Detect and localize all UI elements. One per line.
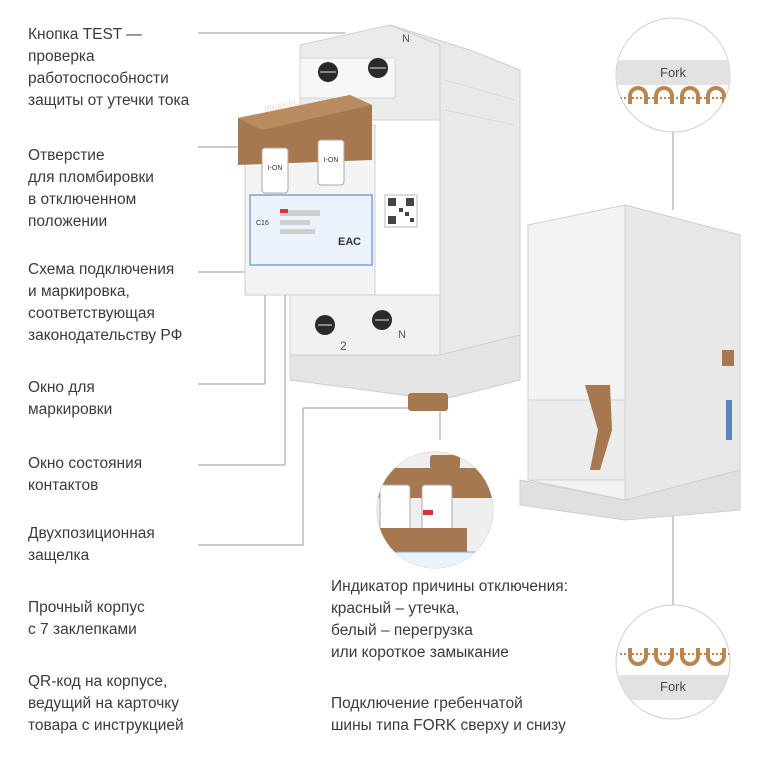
- fork-top-label: Fork: [660, 65, 687, 80]
- rating-text: C16: [256, 220, 269, 227]
- fork-bottom-circle: Fork: [615, 604, 731, 720]
- lever-label-right: I-ON: [324, 157, 339, 164]
- eac-mark: ЕАС: [338, 236, 361, 248]
- label-seal-hole: Отверстие для пломбировки в отключенном …: [28, 147, 154, 230]
- terminal-bottom-2: 2: [340, 339, 347, 353]
- label-scheme: Схема подключения и маркировка, соответс…: [28, 261, 183, 344]
- terminal-top-n: N: [402, 33, 410, 45]
- label-test-button: Кнопка TEST — проверка работоспособности…: [28, 26, 190, 109]
- label-housing: Прочный корпус с 7 заклепками: [28, 599, 145, 638]
- breaker-front: I-ON I-ON WERKEL C16 ЕАС N 2 N: [238, 24, 521, 411]
- breaker-rear: [519, 204, 741, 521]
- label-trip-indicator: Индикатор причины отключения: красный – …: [331, 578, 568, 661]
- label-marking-window: Окно для маркировки: [28, 379, 113, 418]
- terminal-bottom-n: N: [398, 329, 406, 341]
- label-contact-window: Окно состояния контактов: [28, 455, 143, 494]
- label-latch: Двухпозиционная защелка: [28, 525, 155, 564]
- fork-bottom-label: Fork: [660, 679, 687, 694]
- indicator-zoom: [376, 451, 494, 569]
- fork-top-circle: Fork: [615, 17, 731, 133]
- label-busbar: Подключение гребенчатой шины типа FORK с…: [331, 695, 566, 734]
- lever-label-left: I-ON: [268, 165, 283, 172]
- label-qr: QR-код на корпусе, ведущий на карточку т…: [28, 673, 184, 734]
